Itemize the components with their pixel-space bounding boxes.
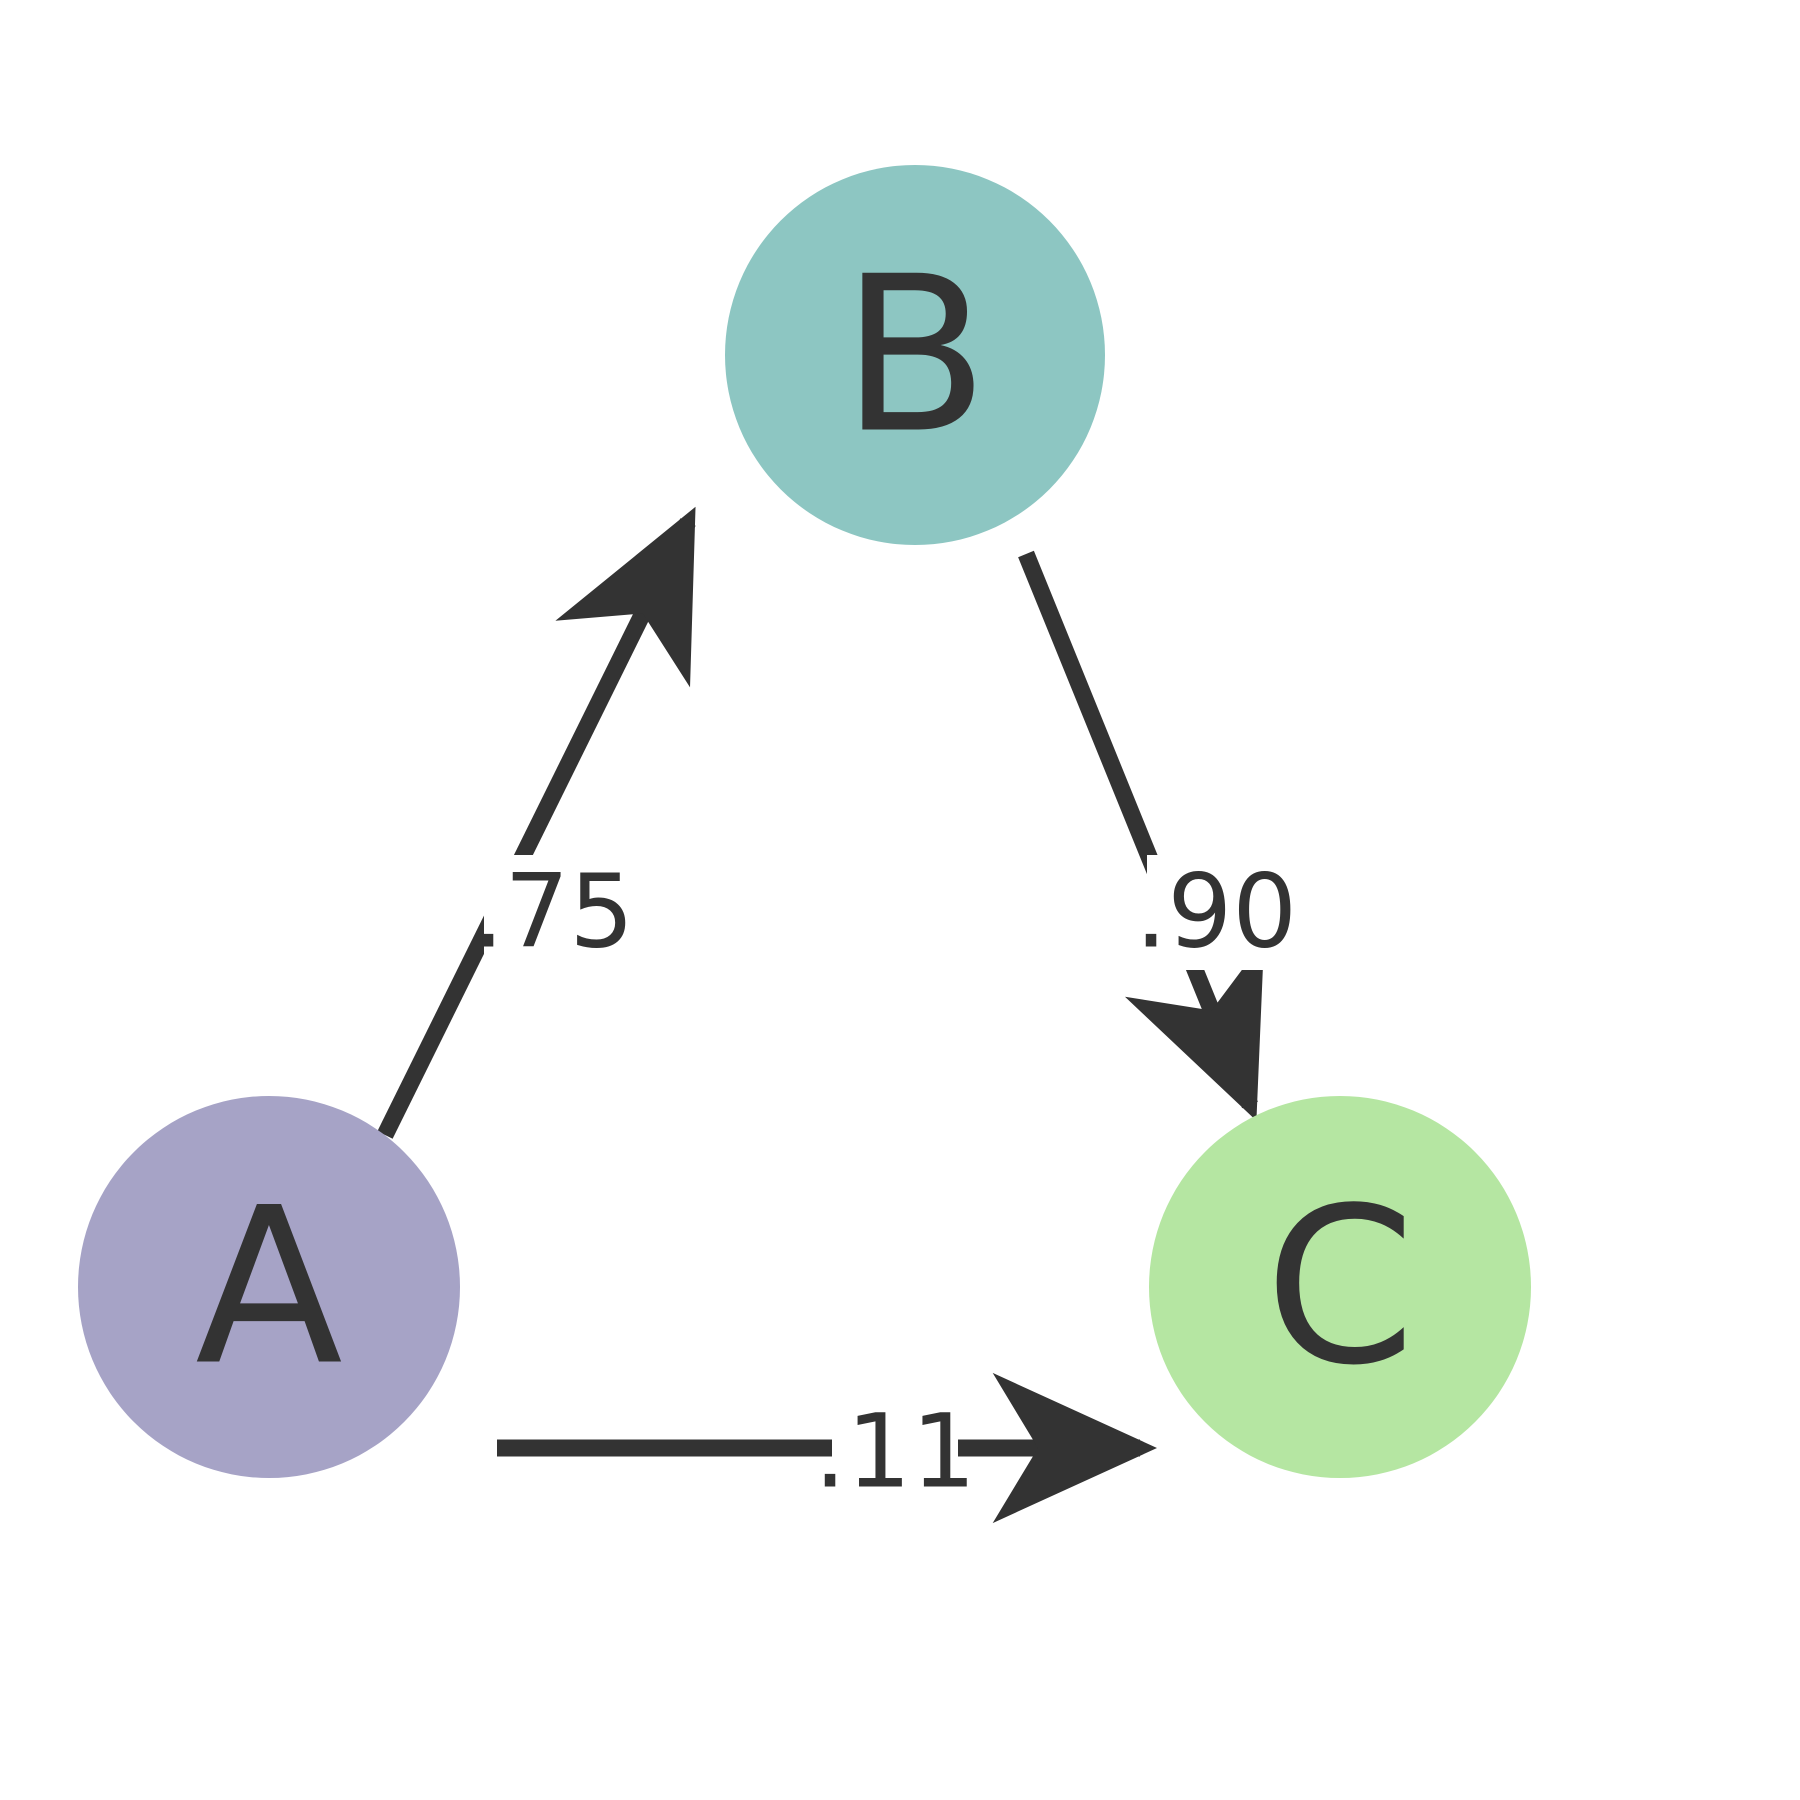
node-a[interactable]: A <box>78 1096 460 1478</box>
edge-label-group: .75 .90 .11 <box>472 853 1297 1512</box>
edge-a-b-line[interactable] <box>377 506 696 1139</box>
edge-b-c-line[interactable] <box>1018 550 1265 1121</box>
edge-label-a-b: .75 <box>472 853 634 972</box>
node-group: A B C <box>78 165 1531 1478</box>
edge-a-b[interactable] <box>377 506 696 1139</box>
edge-label-a-b-wrap: .75 <box>472 853 634 972</box>
node-c[interactable]: C <box>1149 1096 1531 1478</box>
edge-label-b-c-wrap: .90 <box>1135 853 1297 972</box>
edge-label-a-c-backdrop <box>832 1396 958 1506</box>
edge-label-a-c: .11 <box>814 1393 976 1512</box>
edge-label-a-b-backdrop <box>484 855 626 970</box>
node-b-circle[interactable] <box>725 165 1105 545</box>
node-a-circle[interactable] <box>78 1096 460 1478</box>
node-b[interactable]: B <box>725 165 1105 545</box>
edge-group <box>377 506 1265 1524</box>
node-a-label: A <box>195 1162 343 1413</box>
edge-label-a-c-wrap: .11 <box>814 1393 976 1512</box>
edge-label-b-c-backdrop <box>1147 855 1289 970</box>
node-c-circle[interactable] <box>1149 1096 1531 1478</box>
edge-b-c[interactable] <box>1018 550 1265 1121</box>
node-b-label: B <box>841 230 989 481</box>
node-c-label: C <box>1265 1162 1416 1413</box>
edge-label-b-c: .90 <box>1135 853 1297 972</box>
